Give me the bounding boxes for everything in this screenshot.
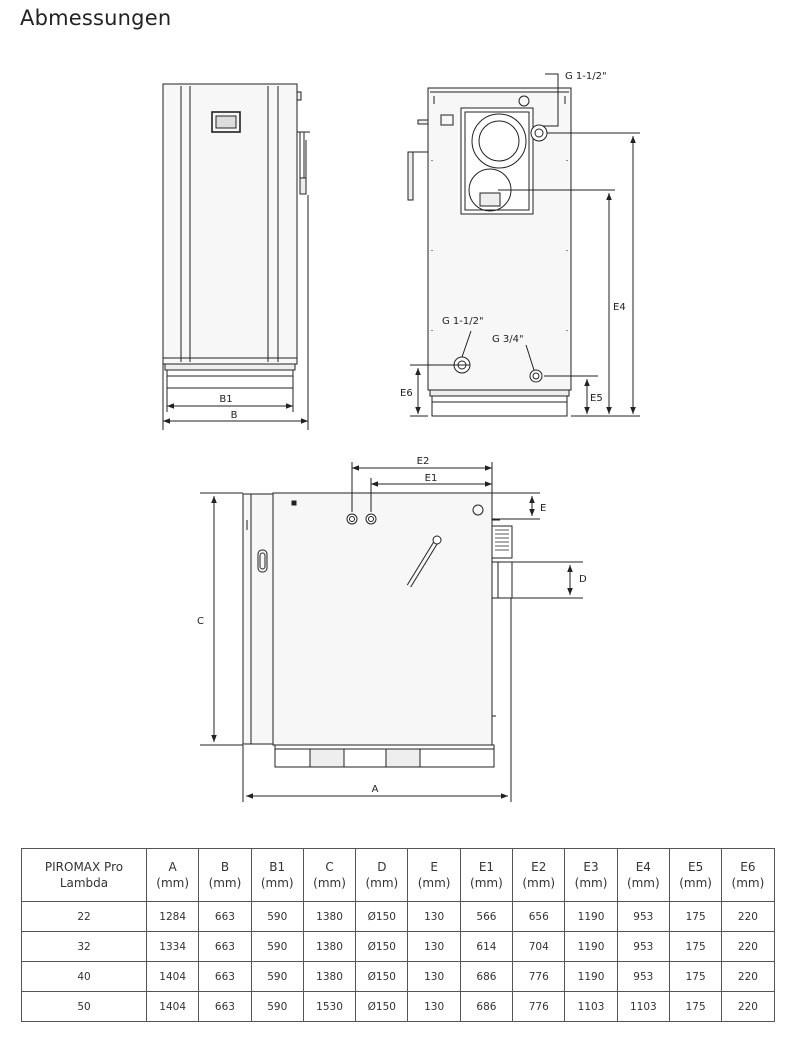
table-cell: 130 [407,991,461,1022]
table-cell: 704 [512,931,566,962]
table-cell: 566 [459,901,514,932]
table-header-cell: E6(mm) [721,848,775,902]
table-cell: 175 [668,901,723,932]
table-cell: 1190 [564,931,618,962]
dim-label-e4: E4 [613,302,626,313]
table-cell: 130 [407,901,461,932]
table-cell: 686 [459,961,514,992]
table-header-cell: A(mm) [145,848,200,902]
table-header-cell: E1(mm) [459,848,514,902]
table-cell: 663 [198,901,252,932]
table-cell: 1190 [564,961,618,992]
table-cell: 1380 [302,931,357,962]
table-cell: 22 [21,901,147,932]
table-cell: Ø150 [355,961,409,992]
table-cell: 50 [21,991,147,1022]
table-cell: 220 [721,991,775,1022]
table-header-cell: B1(mm) [250,848,304,902]
table-cell: 175 [668,931,723,962]
page-title: Abmessungen [20,6,172,30]
table-cell: 1530 [302,991,357,1022]
dim-label-b: B [231,410,238,421]
table-cell: Ø150 [355,901,409,932]
table-cell: 1380 [302,901,357,932]
table-cell: Ø150 [355,931,409,962]
dim-label-b1: B1 [219,394,232,405]
table-cell: 590 [250,931,304,962]
table-cell: 175 [668,991,723,1022]
table-header-cell: C(mm) [302,848,357,902]
dim-label-e6: E6 [400,388,413,399]
dim-label-a: A [372,784,379,795]
side-view [200,462,583,802]
table-cell: 130 [407,961,461,992]
table-row: 50 1404 663 590 1530 Ø150 130 686 776 11… [21,991,775,1022]
dim-label-e1: E1 [425,473,438,484]
table-row: 22 1284 663 590 1380 Ø150 130 566 656 11… [21,901,775,932]
table-header-cell: E3(mm) [564,848,618,902]
table-cell: 663 [198,961,252,992]
table-header-cell: D(mm) [355,848,409,902]
table-cell: 1190 [564,901,618,932]
table-cell: 220 [721,961,775,992]
dim-label-e: E [540,503,546,514]
table-header-cell: B(mm) [198,848,252,902]
table-header-cell: E(mm) [407,848,461,902]
table-cell: 656 [512,901,566,932]
table-cell: 220 [721,931,775,962]
table-row: 32 1334 663 590 1380 Ø150 130 614 704 11… [21,931,775,962]
table-cell: 1404 [145,991,200,1022]
table-cell: 32 [21,931,147,962]
dim-label-d: D [579,574,587,585]
dim-label-e2: E2 [417,456,430,467]
connection-label-top: G 1-1/2" [565,71,607,82]
table-cell: 1380 [302,961,357,992]
table-cell: 663 [198,931,252,962]
front-view [162,83,310,430]
connection-label-bottom-right: G 3/4" [492,334,524,345]
table-cell: 1103 [564,991,618,1022]
table-cell: 590 [250,961,304,992]
table-header-cell: E4(mm) [616,848,670,902]
connection-label-bottom-left: G 1-1/2" [442,316,484,327]
dim-label-e5: E5 [590,393,603,404]
table-header-cell: E5(mm) [668,848,723,902]
table-cell: 40 [21,961,147,992]
table-row: 40 1404 663 590 1380 Ø150 130 686 776 11… [21,961,775,992]
table-header-cell: E2(mm) [512,848,566,902]
table-cell: 1284 [145,901,200,932]
table-cell: 1404 [145,961,200,992]
table-cell: 590 [250,901,304,932]
table-cell: 130 [407,931,461,962]
rear-view [407,73,640,417]
table-cell: 220 [721,901,775,932]
table-cell: 614 [459,931,514,962]
table-cell: 776 [512,991,566,1022]
table-cell: Ø150 [355,991,409,1022]
table-cell: 175 [668,961,723,992]
table-cell: 1334 [145,931,200,962]
table-cell: 590 [250,991,304,1022]
table-cell: 686 [459,991,514,1022]
table-cell: 776 [512,961,566,992]
table-cell: 1103 [616,991,670,1022]
technical-drawings: B1 B [162,71,640,802]
dim-label-c: C [197,616,204,627]
table-cell: 953 [616,901,670,932]
table-cell: 953 [616,961,670,992]
table-cell: 953 [616,931,670,962]
table-cell: 663 [198,991,252,1022]
